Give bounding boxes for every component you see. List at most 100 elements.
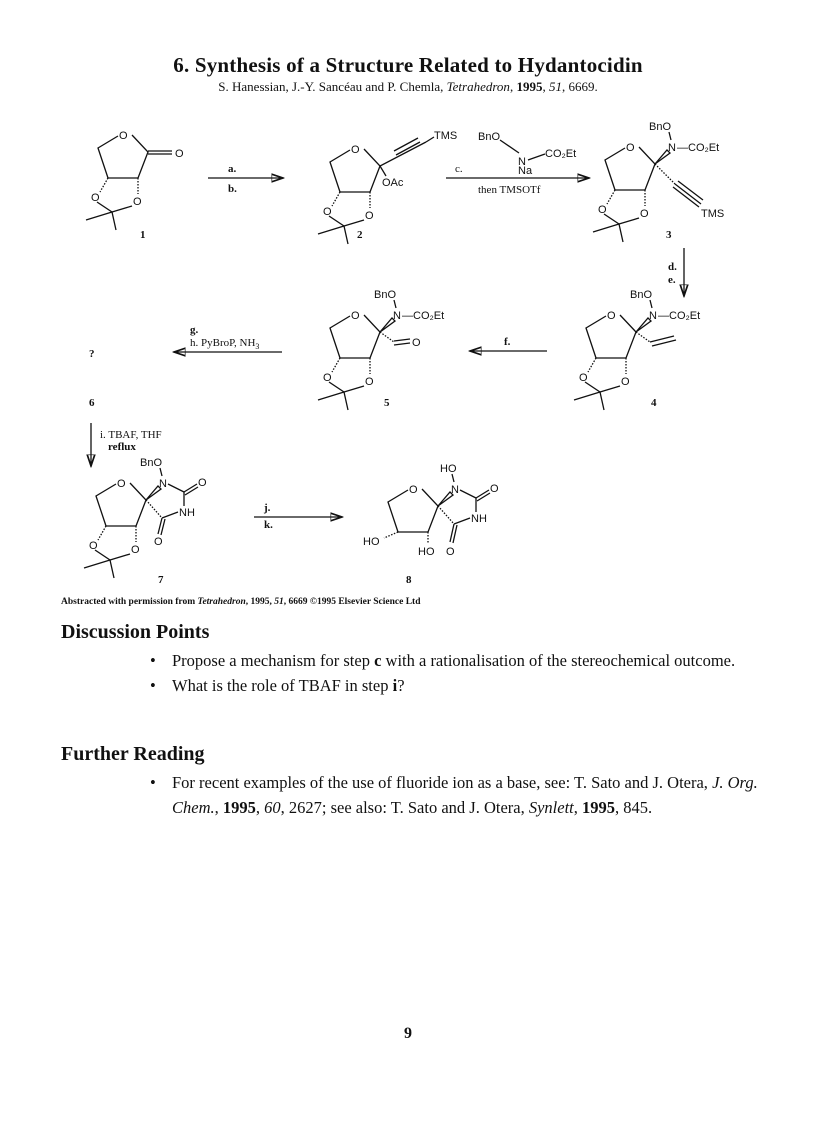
atom-label-bno: BnO bbox=[649, 121, 671, 133]
reagent-d: d. bbox=[668, 261, 677, 273]
page-title: 6. Synthesis of a Structure Related to H… bbox=[173, 53, 643, 77]
atom-label-co2et: —CO₂Et bbox=[658, 310, 700, 322]
step-ref: i bbox=[392, 676, 398, 695]
year: 1995 bbox=[222, 798, 256, 817]
reaction-scheme: O O O O 1 a. b. O O O TMS OAc 2 c. BnO N… bbox=[0, 95, 816, 615]
atom-label-ho: HO bbox=[363, 536, 380, 548]
year: 1995 bbox=[582, 798, 615, 817]
journal-name: J. Org. Chem. bbox=[172, 773, 758, 817]
step-ref: c bbox=[374, 651, 382, 670]
atom-label: O bbox=[133, 196, 142, 208]
atom-label-n: N bbox=[649, 310, 657, 322]
sep: , bbox=[573, 798, 582, 817]
citation-sep: , bbox=[509, 79, 517, 94]
atom-label: O bbox=[409, 484, 418, 496]
reagent-c-na: Na bbox=[518, 165, 533, 177]
item-text: What is the role of TBAF in step bbox=[172, 676, 393, 695]
atom-label-tms: TMS bbox=[701, 208, 724, 220]
page-number: 9 bbox=[404, 1025, 412, 1042]
atom-label: O bbox=[175, 148, 184, 160]
compound-5-structure: O O O N BnO —CO₂Et O bbox=[317, 289, 444, 411]
atom-label: O bbox=[154, 536, 163, 548]
atom-label: O bbox=[365, 376, 374, 388]
atom-label-co2et: —CO₂Et bbox=[677, 142, 719, 154]
volume: 60 bbox=[264, 798, 281, 817]
compound-8-structure: O HO HO N HO O NH O bbox=[363, 463, 499, 558]
atom-label: O bbox=[621, 376, 630, 388]
atom-label-nh: NH bbox=[471, 513, 487, 525]
atom-label: O bbox=[412, 337, 421, 349]
atom-label: O bbox=[640, 208, 649, 220]
atom-label: O bbox=[117, 478, 126, 490]
citation-journal: Tetrahedron bbox=[446, 79, 510, 94]
atom-label-tms: TMS bbox=[434, 130, 457, 142]
further-reading-list: For recent examples of the use of fluori… bbox=[150, 770, 770, 820]
reagent-b: b. bbox=[228, 183, 237, 195]
atom-label: O bbox=[91, 192, 100, 204]
atom-label-bno: BnO bbox=[140, 457, 162, 469]
reagent-c-then: then TMSOTf bbox=[478, 184, 541, 196]
atom-label: O bbox=[626, 142, 635, 154]
atom-label: O bbox=[351, 144, 360, 156]
atom-label: O bbox=[323, 206, 332, 218]
credit-prefix: Abstracted with permission from bbox=[61, 597, 198, 607]
atom-label: O bbox=[579, 372, 588, 384]
item-text: For recent examples of the use of fluori… bbox=[172, 773, 713, 792]
sep: , bbox=[255, 798, 265, 817]
further-reading-item: For recent examples of the use of fluori… bbox=[150, 770, 770, 820]
item-text: , 845. bbox=[615, 798, 653, 817]
compound-label-7: 7 bbox=[158, 574, 164, 586]
compound-7-structure: O O O N BnO O NH O bbox=[83, 457, 207, 579]
compound-label-2: 2 bbox=[357, 229, 363, 241]
discussion-item: What is the role of TBAF in step i? bbox=[150, 673, 770, 698]
reagent-c-n: N bbox=[518, 156, 526, 168]
atom-label-n: N bbox=[159, 478, 167, 490]
credit-year: , 1995, bbox=[245, 597, 275, 607]
credit-journal: Tetrahedron bbox=[197, 597, 246, 607]
atom-label: O bbox=[490, 483, 499, 495]
citation-volume: 51 bbox=[548, 79, 562, 94]
atom-label-nh: NH bbox=[179, 507, 195, 519]
atom-label: O bbox=[119, 130, 128, 142]
atom-label-ho: HO bbox=[440, 463, 457, 475]
reagent-e: e. bbox=[668, 274, 676, 286]
permission-credit: Abstracted with permission from Tetrahed… bbox=[61, 597, 420, 607]
reagent-k: k. bbox=[264, 519, 273, 531]
citation-pages: , 6669. bbox=[561, 79, 598, 94]
atom-label: O bbox=[198, 477, 207, 489]
reagent-g: g. bbox=[190, 324, 199, 336]
atom-label: O bbox=[607, 310, 616, 322]
discussion-list: Propose a mechanism for step c with a ra… bbox=[150, 648, 770, 698]
compound-4-structure: O O O N BnO —CO₂Et bbox=[573, 289, 700, 411]
reagent-i: i. TBAF, THF bbox=[100, 429, 162, 441]
item-text: ? bbox=[397, 676, 405, 695]
compound-label-6: 6 bbox=[89, 397, 95, 409]
compound-2-structure: O O O TMS OAc bbox=[317, 130, 457, 245]
citation-year: 1995 bbox=[516, 79, 543, 94]
compound-label-8: 8 bbox=[406, 574, 412, 586]
reagent-c-bno: BnO bbox=[478, 131, 500, 143]
sep: , bbox=[214, 798, 223, 817]
reagent-c: c. bbox=[455, 163, 463, 175]
compound-6-unknown: ? bbox=[89, 348, 95, 360]
atom-label-n: N bbox=[393, 310, 401, 322]
compound-label-4: 4 bbox=[651, 397, 657, 409]
reagent-h: h. PyBroP, NH3 bbox=[190, 337, 259, 351]
reagent-a: a. bbox=[228, 163, 237, 175]
compound-label-3: 3 bbox=[666, 229, 672, 241]
atom-label: O bbox=[446, 546, 455, 558]
reagent-c-co2et: CO₂Et bbox=[545, 148, 576, 160]
atom-label-ho: HO bbox=[418, 546, 435, 558]
atom-label: O bbox=[351, 310, 360, 322]
compound-1-structure: O O O O bbox=[85, 130, 184, 231]
atom-label: O bbox=[365, 210, 374, 222]
item-text: Propose a mechanism for step bbox=[172, 651, 375, 670]
citation-sep: , bbox=[542, 79, 549, 94]
reagent-j: j. bbox=[263, 502, 271, 514]
atom-label-bno: BnO bbox=[630, 289, 652, 301]
atom-label-n: N bbox=[668, 142, 676, 154]
atom-label: O bbox=[598, 204, 607, 216]
credit-volume: 51 bbox=[274, 597, 284, 607]
credit-rest: , 6669 ©1995 Elsevier Science Ltd bbox=[283, 597, 421, 607]
atom-label-n: N bbox=[451, 484, 459, 496]
